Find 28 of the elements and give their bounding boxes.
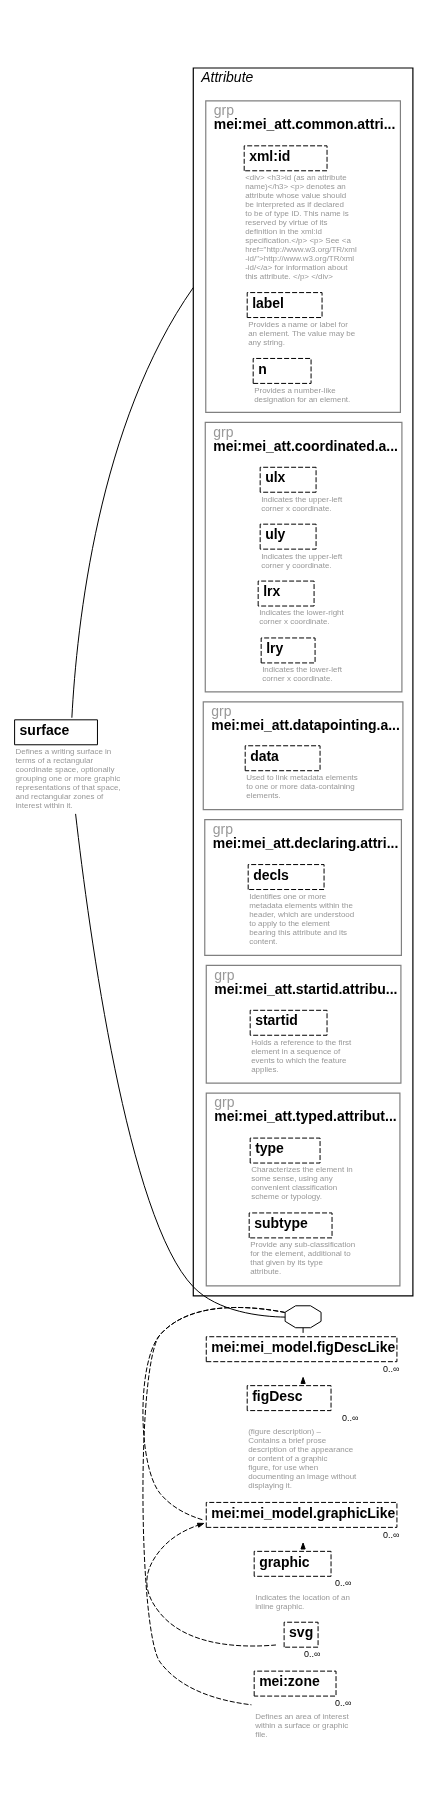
node-label: Indicates the lower-left corner x coordinate. <box>262 665 342 684</box>
connector <box>302 1327 304 1335</box>
node-octagon <box>284 1305 322 1329</box>
node-label: Used to link metadata elements to one or more data-containing elements. <box>246 773 358 801</box>
node-label: Indicates the upper-left corner y coordinate. <box>261 551 343 570</box>
node-label: Indicates the location of an inline graphic. <box>255 1592 350 1611</box>
arrow <box>146 1522 277 1647</box>
node-label: Defines a writing surface in terms of a rectangular coordinate space, optionally grouping one or more graphic representations of that space, and rectangular zones of interest within it. <box>15 747 121 811</box>
node-label: Provides a number-like designation for an element. <box>254 385 351 404</box>
node-label: (figure description) – Contains a brief prose description of the appearance or content of a graphic figure, for use when documenting an image without displaying it. <box>248 1426 357 1490</box>
node-label: Characterizes the element in some sense, using any convenient classification scheme or typology. <box>251 1165 353 1202</box>
node-label: 0..∞ <box>382 1363 400 1374</box>
node-label: 0..∞ <box>335 1578 352 1589</box>
node-label: <div> <h3>id (as an attribute name)</h3> <p> denotes an attribute whose value should be interpreted as if declared to be of type ID. This name is reserved by virtue of its definition in the xml:id specification.</p> <p> See <a href="http://www.w3.org/TR/xml-id/">http://www.w3.org/TR/xml-id/</a> for information about this attribute. </p> </div> <box>245 173 357 281</box>
node-label: 0..∞ <box>304 1649 321 1660</box>
connector <box>75 813 286 1318</box>
node-label: 0..∞ <box>342 1412 359 1423</box>
node-label: Provides a name or label for an element. The value may be any string. <box>248 319 356 347</box>
node-label: 0..∞ <box>335 1698 352 1709</box>
node-label: Provide any sub-classification for the element, additional to that given by its type attribute. <box>250 1240 356 1277</box>
node-label: 0..∞ <box>382 1529 400 1540</box>
node-label: Identifies one or more metadata elements within the header, which are understood to apply to the element bearing this attribute and its content. <box>249 891 355 946</box>
node-label: Defines an area of interest within a surface or graphic file. <box>255 1712 349 1740</box>
node-label: Holds a reference to the first element in a sequence of events to which the feature applies. <box>251 1037 352 1074</box>
connector <box>142 1307 286 1706</box>
node-label: Indicates the lower-right corner x coordinate. <box>259 608 344 627</box>
connector <box>71 287 194 719</box>
node-label: Indicates the upper-left corner x coordinate. <box>261 494 343 513</box>
